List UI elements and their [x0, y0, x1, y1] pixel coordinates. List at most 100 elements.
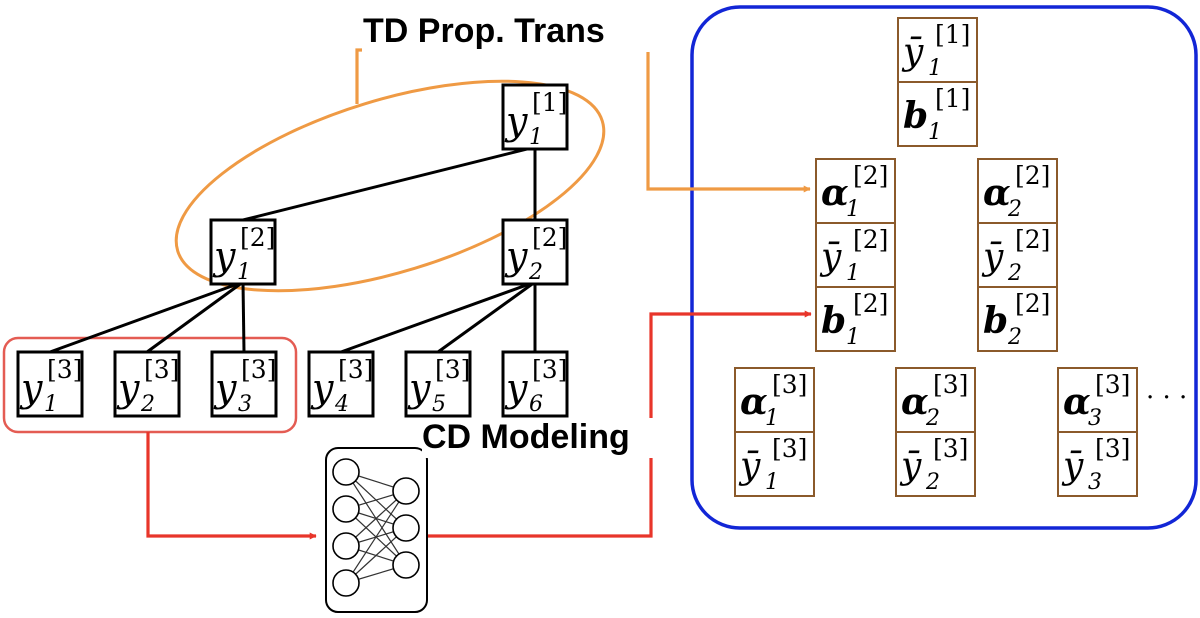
tree-edge [242, 145, 536, 222]
state-cell [895, 367, 976, 433]
state-cell-subscript: 2 [1007, 197, 1022, 222]
state-cell-symbol: α [821, 172, 849, 214]
tree-node-subscript: 1 [529, 125, 543, 150]
state-cell-subscript: 1 [928, 120, 942, 145]
tree-node-subscript: 4 [334, 392, 349, 417]
tree-node-symbol: y [212, 234, 236, 278]
tree-node-subscript: 6 [529, 392, 543, 417]
nn-node [332, 569, 360, 597]
tree-node-symbol: y [116, 366, 140, 410]
nn-node [392, 477, 420, 505]
state-cell [1057, 367, 1138, 433]
state-cell-symbol: ȳ [738, 446, 761, 487]
state-cell-subscript: 1 [765, 470, 779, 495]
tree-edge [437, 280, 536, 354]
tree-node-subscript: 1 [237, 260, 251, 285]
state-cell-superscript: [1] [935, 20, 970, 49]
state-cell [977, 158, 1058, 224]
tree-node-symbol: y [407, 366, 431, 410]
state-cell-superscript: [3] [933, 434, 968, 463]
cd-input-connector [146, 432, 317, 540]
tree-node-symbol: y [310, 366, 334, 410]
state-cell [734, 431, 815, 497]
state-cell [897, 81, 978, 147]
state-cell-symbol: b [821, 300, 846, 342]
tree-node-superscript: [3] [144, 355, 179, 384]
cd-label-bg [422, 418, 662, 458]
tree-node-symbol: y [213, 366, 237, 410]
tree-node-symbol: y [19, 366, 43, 410]
tree-edge [49, 280, 244, 354]
state-cell-superscript: [3] [772, 370, 807, 399]
tree-node-superscript: [1] [532, 88, 567, 117]
state-cell [895, 431, 976, 497]
tree-node-subscript: 5 [432, 392, 446, 417]
state-cell-superscript: [3] [1095, 370, 1130, 399]
state-cell [815, 286, 896, 352]
state-cell-subscript: 2 [1007, 325, 1022, 350]
state-cell-superscript: [3] [933, 370, 968, 399]
td-connector [355, 48, 811, 193]
nn-node [332, 458, 360, 486]
tree-node-superscript: [3] [241, 355, 276, 384]
state-cell-subscript: 1 [846, 261, 860, 286]
tree-node-subscript: 3 [238, 392, 252, 417]
tree-node-symbol: y [504, 99, 528, 143]
nn-edge [345, 490, 407, 584]
cd-label: CD Modeling [422, 418, 630, 456]
cd-leaf-group [2, 336, 298, 434]
tree-edges [49, 145, 537, 354]
state-cell-superscript: [3] [772, 434, 807, 463]
state-cell-symbol: ȳ [1061, 446, 1084, 487]
tree-node-symbol: y [504, 234, 528, 278]
tree-edge [146, 280, 244, 354]
state-cell-subscript: 3 [1088, 406, 1102, 431]
state-cell-subscript: 1 [846, 325, 860, 350]
state-cell-subscript: 1 [928, 56, 942, 81]
state-cell-superscript: [2] [1015, 289, 1050, 318]
state-cell-symbol: α [901, 381, 929, 423]
tree-node-superscript: [3] [338, 355, 373, 384]
state-cell [1057, 431, 1138, 497]
nn-node [392, 551, 420, 579]
state-cell-symbol: α [1063, 381, 1091, 423]
state-frame [690, 5, 1198, 530]
neural-network-icon [325, 447, 428, 613]
state-cell-symbol: b [983, 300, 1008, 342]
state-cell-superscript: [3] [1095, 434, 1130, 463]
state-cell [897, 17, 978, 83]
nn-node [332, 495, 360, 523]
state-cell-superscript: [2] [1015, 225, 1050, 254]
state-cell-symbol: ȳ [819, 237, 842, 278]
ellipsis-label: · · · [1146, 383, 1187, 413]
state-cell [977, 222, 1058, 288]
tree-edge [340, 280, 536, 354]
state-cell-subscript: 1 [765, 406, 779, 431]
td-ellipse [174, 79, 606, 293]
state-cell [977, 286, 1058, 352]
state-cell-subscript: 2 [925, 406, 940, 431]
state-cell-superscript: [2] [853, 225, 888, 254]
tree-node-superscript: [2] [240, 223, 275, 252]
state-cell-symbol: b [903, 95, 928, 137]
tree-node-symbol: y [504, 366, 528, 410]
td-label: TD Prop. Trans [363, 12, 605, 50]
state-cell-symbol: ȳ [981, 237, 1004, 278]
tree-node-subscript: 1 [44, 392, 58, 417]
